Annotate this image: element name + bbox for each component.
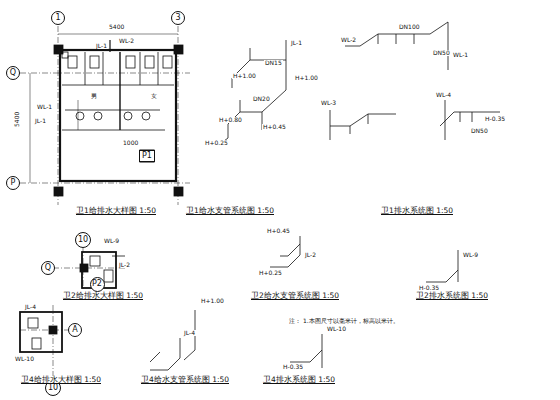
- pipe-label: WL-4: [435, 92, 452, 98]
- pipe-label: JL-2: [304, 252, 317, 258]
- pipe-label: H-0.35: [282, 364, 304, 370]
- pipe-label: WL-1: [452, 52, 469, 58]
- pipe-label: JL-4: [24, 304, 37, 310]
- pipe-label: DN15: [264, 60, 283, 66]
- drainage-isometric-4: [290, 334, 322, 368]
- pipe-label: WL-2: [118, 38, 135, 44]
- pipe-label: 1.本图尺寸以毫米计，标高以米计。: [302, 318, 400, 324]
- axis-bubble: 3: [171, 11, 185, 25]
- axis-bubble: Q: [6, 66, 20, 80]
- pipe-label: WL-1: [36, 104, 53, 110]
- axis-label: A: [72, 326, 77, 334]
- water-supply-isometric-2: [270, 236, 300, 267]
- drawing-title: 卫1给排水大样图 1:50: [75, 207, 157, 215]
- axis-bubble: P2: [90, 277, 105, 292]
- toilet-plan-4: [20, 305, 70, 380]
- axis-bubble: 1: [51, 11, 65, 25]
- drawing-title: 卫4给排水大样图 1:50: [20, 376, 102, 384]
- axis-label: Q: [10, 69, 16, 77]
- axis-label: P1: [142, 152, 152, 160]
- drawing-title: 卫2给排水大样图 1:50: [62, 292, 144, 300]
- pipe-label: H-0.35: [484, 116, 506, 122]
- pipe-label: WL-9: [103, 238, 120, 244]
- axis-label: P: [11, 179, 16, 187]
- axis-bubble: 10: [75, 232, 91, 248]
- pipe-label: WL-2: [340, 37, 357, 43]
- pipe-label: H-0.35: [418, 285, 440, 291]
- axis-label: P2: [92, 280, 102, 288]
- drainage-isometric-1: [330, 22, 500, 140]
- drainage-isometric-2: [426, 250, 458, 282]
- drawing-title: 卫2给水支管系统图 1:50: [250, 292, 340, 300]
- pipe-label: 男: [90, 93, 98, 99]
- pipe-label: H+0.25: [204, 140, 229, 146]
- water-supply-isometric-4: [150, 310, 195, 370]
- pipe-label: 女: [150, 93, 158, 99]
- drawing-title: 卫2排水系统图 1:50: [415, 292, 489, 300]
- pipe-label: JL-1: [34, 118, 47, 124]
- axis-label: 1: [55, 14, 60, 22]
- toilet-plan-1: [20, 26, 190, 205]
- pipe-label: JL-1: [95, 43, 108, 49]
- axis-label: 10: [48, 384, 58, 392]
- drawing-title: 卫1排水系统图 1:50: [380, 207, 454, 215]
- pipe-label: WL-9: [462, 252, 479, 258]
- pipe-label: DN50: [470, 128, 489, 134]
- fixture-tag: P1: [139, 150, 155, 162]
- pipe-label: DN20: [252, 96, 271, 102]
- axis-label: 3: [175, 14, 180, 22]
- pipe-label: WL-10: [14, 356, 35, 362]
- pipe-label: 1000: [122, 140, 139, 146]
- pipe-label: H+1.00: [294, 75, 319, 81]
- pipe-label: JL-2: [118, 262, 131, 268]
- axis-bubble: A: [68, 323, 82, 337]
- axis-label: Q: [45, 264, 51, 272]
- water-supply-isometric-1: [220, 40, 286, 144]
- axis-bubble: P: [6, 176, 20, 190]
- pipe-label: DN50: [432, 50, 451, 56]
- drawing-title: 卫1给水支管系统图 1:50: [185, 207, 275, 215]
- pipe-label: H+1.00: [200, 298, 225, 304]
- pipe-label: H+1.00: [232, 73, 257, 79]
- pipe-label: H+0.45: [262, 124, 287, 130]
- drawing-title: 卫4给水支管系统图 1:50: [140, 376, 230, 384]
- pipe-label: H+0.80: [218, 117, 243, 123]
- pipe-label: DN100: [398, 24, 421, 30]
- pipe-label: H+0.45: [266, 228, 291, 234]
- pipe-label: JL-1: [290, 40, 303, 46]
- pipe-label: 5400: [108, 24, 125, 30]
- pipe-label: WL-10: [326, 326, 347, 332]
- axis-bubble: Q: [41, 261, 55, 275]
- axis-label: 10: [78, 236, 88, 244]
- pipe-label: WL-3: [320, 100, 337, 106]
- drawing-title: 卫4排水系统图 1:50: [262, 376, 336, 384]
- pipe-label: H+0.25: [258, 270, 283, 276]
- pipe-label: 注：: [288, 318, 302, 324]
- pipe-label: 5400: [14, 111, 20, 128]
- pipe-label: JL-4: [183, 330, 196, 336]
